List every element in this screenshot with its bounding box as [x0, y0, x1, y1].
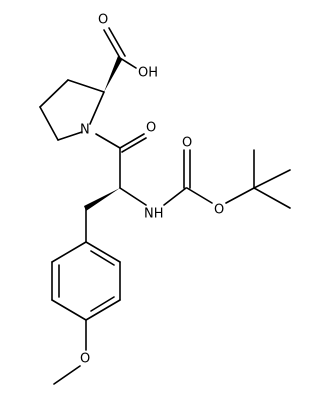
- bond-ring-3: [85, 299, 121, 321]
- bond-ring-4: [51, 299, 87, 321]
- bond-ring-inner-b: [90, 296, 115, 312]
- bond-calpha-nh: [119, 187, 147, 206]
- hydroxyl-label: OH: [138, 66, 158, 81]
- methoxy-group: O: [53, 319, 90, 385]
- bond-amide-c-o-b: [121, 137, 147, 153]
- methoxy-oxygen-label: O: [80, 352, 90, 367]
- structure-diagram: O OH N O NH O O: [39, 13, 291, 385]
- bond-ring-6: [51, 241, 87, 263]
- wedge-bond-c2-cooh: [104, 56, 122, 92]
- carboxylic-acid: O OH: [98, 13, 158, 81]
- bond-c-o-double-a: [103, 29, 121, 59]
- bond-amide-c-o-a: [119, 133, 145, 149]
- amide-oxygen-label: O: [146, 121, 156, 136]
- bond-carbamate-c-o-ester: [186, 187, 213, 204]
- bond-o-tbu: [225, 187, 255, 204]
- bond-c5-n: [57, 131, 83, 141]
- amide-nh-label: NH: [144, 207, 164, 222]
- amide-group: O: [95, 121, 156, 189]
- bond-tbu-methyl-down: [253, 187, 291, 209]
- wedge-bond-calpha-cbeta: [84, 188, 120, 211]
- bond-c4-c5: [39, 106, 59, 141]
- ester-oxygen-label: O: [214, 203, 224, 218]
- bond-c2-c3: [67, 79, 105, 93]
- bond-n-c2: [89, 91, 105, 125]
- bond-o-methyl: [53, 365, 81, 385]
- bond-tbu-methyl-right: [253, 169, 291, 189]
- bond-ring-inner-a: [90, 250, 115, 266]
- bond-c-o-double-b: [108, 27, 126, 57]
- bond-ring-1: [85, 241, 121, 263]
- methoxyphenyl-ring: [51, 207, 121, 321]
- bond-c3-c4: [39, 79, 69, 108]
- ring-nitrogen-label: N: [80, 123, 90, 138]
- pyrrolidine-ring: [39, 79, 105, 141]
- bond-n-carbonyl: [95, 133, 121, 149]
- carboxyl-oxygen-label: O: [98, 13, 108, 28]
- boc-carbamate: NH O O: [144, 136, 291, 222]
- bond-nh-carbamate-c: [163, 187, 187, 206]
- carbamate-oxygen-label: O: [182, 136, 192, 151]
- bond-c-oh: [119, 57, 137, 69]
